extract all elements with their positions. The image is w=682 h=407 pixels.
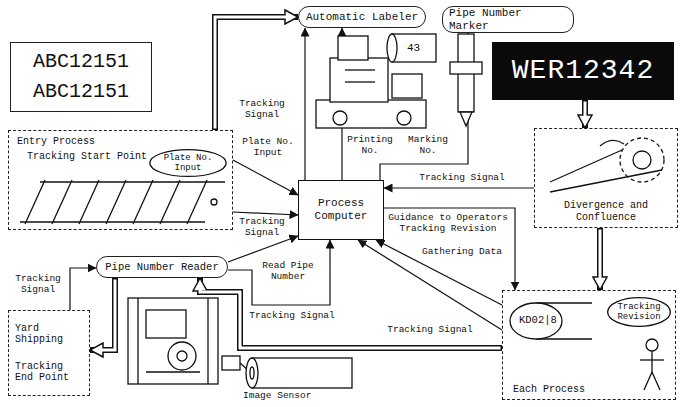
flow-arrow-inner — [599, 230, 602, 279]
signal-line — [376, 240, 502, 305]
process-area: Each Process Tracking Revision — [502, 290, 676, 400]
node-text: ABC12151 — [33, 47, 129, 77]
node-text: Entry Process — [17, 136, 95, 148]
signal-connector — [90, 278, 115, 350]
signal-label: Plate No. Input — [239, 137, 297, 159]
label-sample-box: ABC12151ABC12151 — [10, 42, 152, 112]
computer-box: Process Computer — [298, 180, 384, 240]
signal-connector — [376, 240, 502, 305]
signal-label: Tracking Signal — [236, 99, 288, 121]
node-text: Yard Shipping — [15, 323, 83, 346]
signal-connector — [358, 240, 502, 330]
signal-connector — [305, 28, 306, 180]
labeler-machine — [316, 34, 436, 128]
node-text: WER12342 — [512, 55, 654, 87]
flow-arrow-outline — [582, 100, 588, 128]
image-sensor — [222, 356, 352, 388]
flow-arrow-inner — [584, 102, 587, 117]
flow-arrow-outline — [90, 278, 115, 350]
signal-label: Tracking Signal — [418, 173, 506, 184]
node-text: Automatic Labeler — [306, 11, 418, 24]
divergence-table — [550, 138, 664, 192]
signal-line — [384, 187, 534, 188]
signal-line — [233, 212, 298, 215]
input-ellipse: Plate No. Input — [149, 149, 227, 177]
signal-label: Guidance to Operators Tracking Revision — [385, 213, 511, 235]
signal-label: Printing No. — [344, 135, 396, 157]
node-text: Plate No. Input — [159, 153, 217, 174]
signal-label: Gathering Data — [421, 247, 503, 258]
node-text: Pipe Number Marker — [449, 7, 567, 32]
machine-tag: Pipe Number Reader — [96, 256, 228, 278]
process-area: Entry ProcessTracking Start Point Plate N… — [8, 130, 233, 230]
node-text: Divergence and Confluence — [541, 200, 671, 223]
signal-line — [304, 28, 305, 180]
marker-arm — [450, 34, 482, 126]
roller-table — [20, 180, 225, 224]
ellipse-outline — [150, 150, 226, 177]
flow-arrow-outline — [597, 228, 603, 290]
machine-tag: Automatic Labeler — [298, 6, 426, 28]
signal-connector — [215, 17, 298, 130]
signal-label: Tracking Signal — [248, 311, 336, 322]
pipe-end-number: KD02|8 — [518, 314, 558, 326]
signal-connector — [233, 212, 298, 215]
signal-line — [228, 240, 330, 305]
operator-figure — [640, 339, 664, 390]
pipe-end — [510, 303, 592, 339]
signal-line — [358, 240, 502, 330]
node-text: Each Process — [513, 384, 585, 396]
signal-connector — [228, 240, 330, 305]
pipe-reader-machine — [128, 298, 218, 384]
marked-number-box: WER12342 — [492, 42, 674, 100]
part-name: Image Sensor — [242, 391, 312, 402]
signal-connector — [384, 188, 534, 189]
process-area: Divergence and Confluence — [534, 128, 678, 228]
signal-line — [228, 236, 298, 262]
signal-line — [70, 268, 96, 310]
signal-label: Tracking Signal — [236, 217, 288, 239]
signal-label: Marking No. — [402, 135, 454, 157]
signal-label: Tracking Signal — [386, 325, 474, 336]
node-text: Tracking Revision — [613, 302, 665, 323]
flow-arrow-inner — [102, 280, 115, 351]
node-text: Process Computer — [303, 197, 379, 222]
process-area: Yard ShippingTracking End Point — [8, 310, 90, 396]
node-text: ABC12151 — [33, 77, 129, 107]
signal-connector — [70, 268, 96, 310]
signal-connector — [200, 278, 502, 348]
node-text: Tracking Start Point — [27, 151, 147, 163]
signal-connector — [228, 236, 298, 262]
machine-tag: Pipe Number Marker — [442, 6, 574, 33]
signal-label: Read Pipe Number — [256, 261, 320, 283]
flow-arrow-outline — [200, 278, 502, 348]
pipe-number-print: 43 — [406, 42, 421, 55]
signal-connector — [585, 100, 586, 128]
revision-ellipse: Tracking Revision — [607, 297, 671, 327]
flow-arrow-outline — [215, 17, 298, 130]
ellipse-outline — [608, 298, 671, 327]
signal-connector — [233, 160, 298, 195]
flow-arrow-inner — [200, 290, 501, 348]
signal-line — [233, 160, 298, 195]
signal-label: Tracking Signal — [11, 274, 65, 296]
signal-connector — [600, 228, 601, 290]
node-text: Pipe Number Reader — [105, 261, 218, 273]
node-text: Tracking End Point — [15, 361, 83, 384]
